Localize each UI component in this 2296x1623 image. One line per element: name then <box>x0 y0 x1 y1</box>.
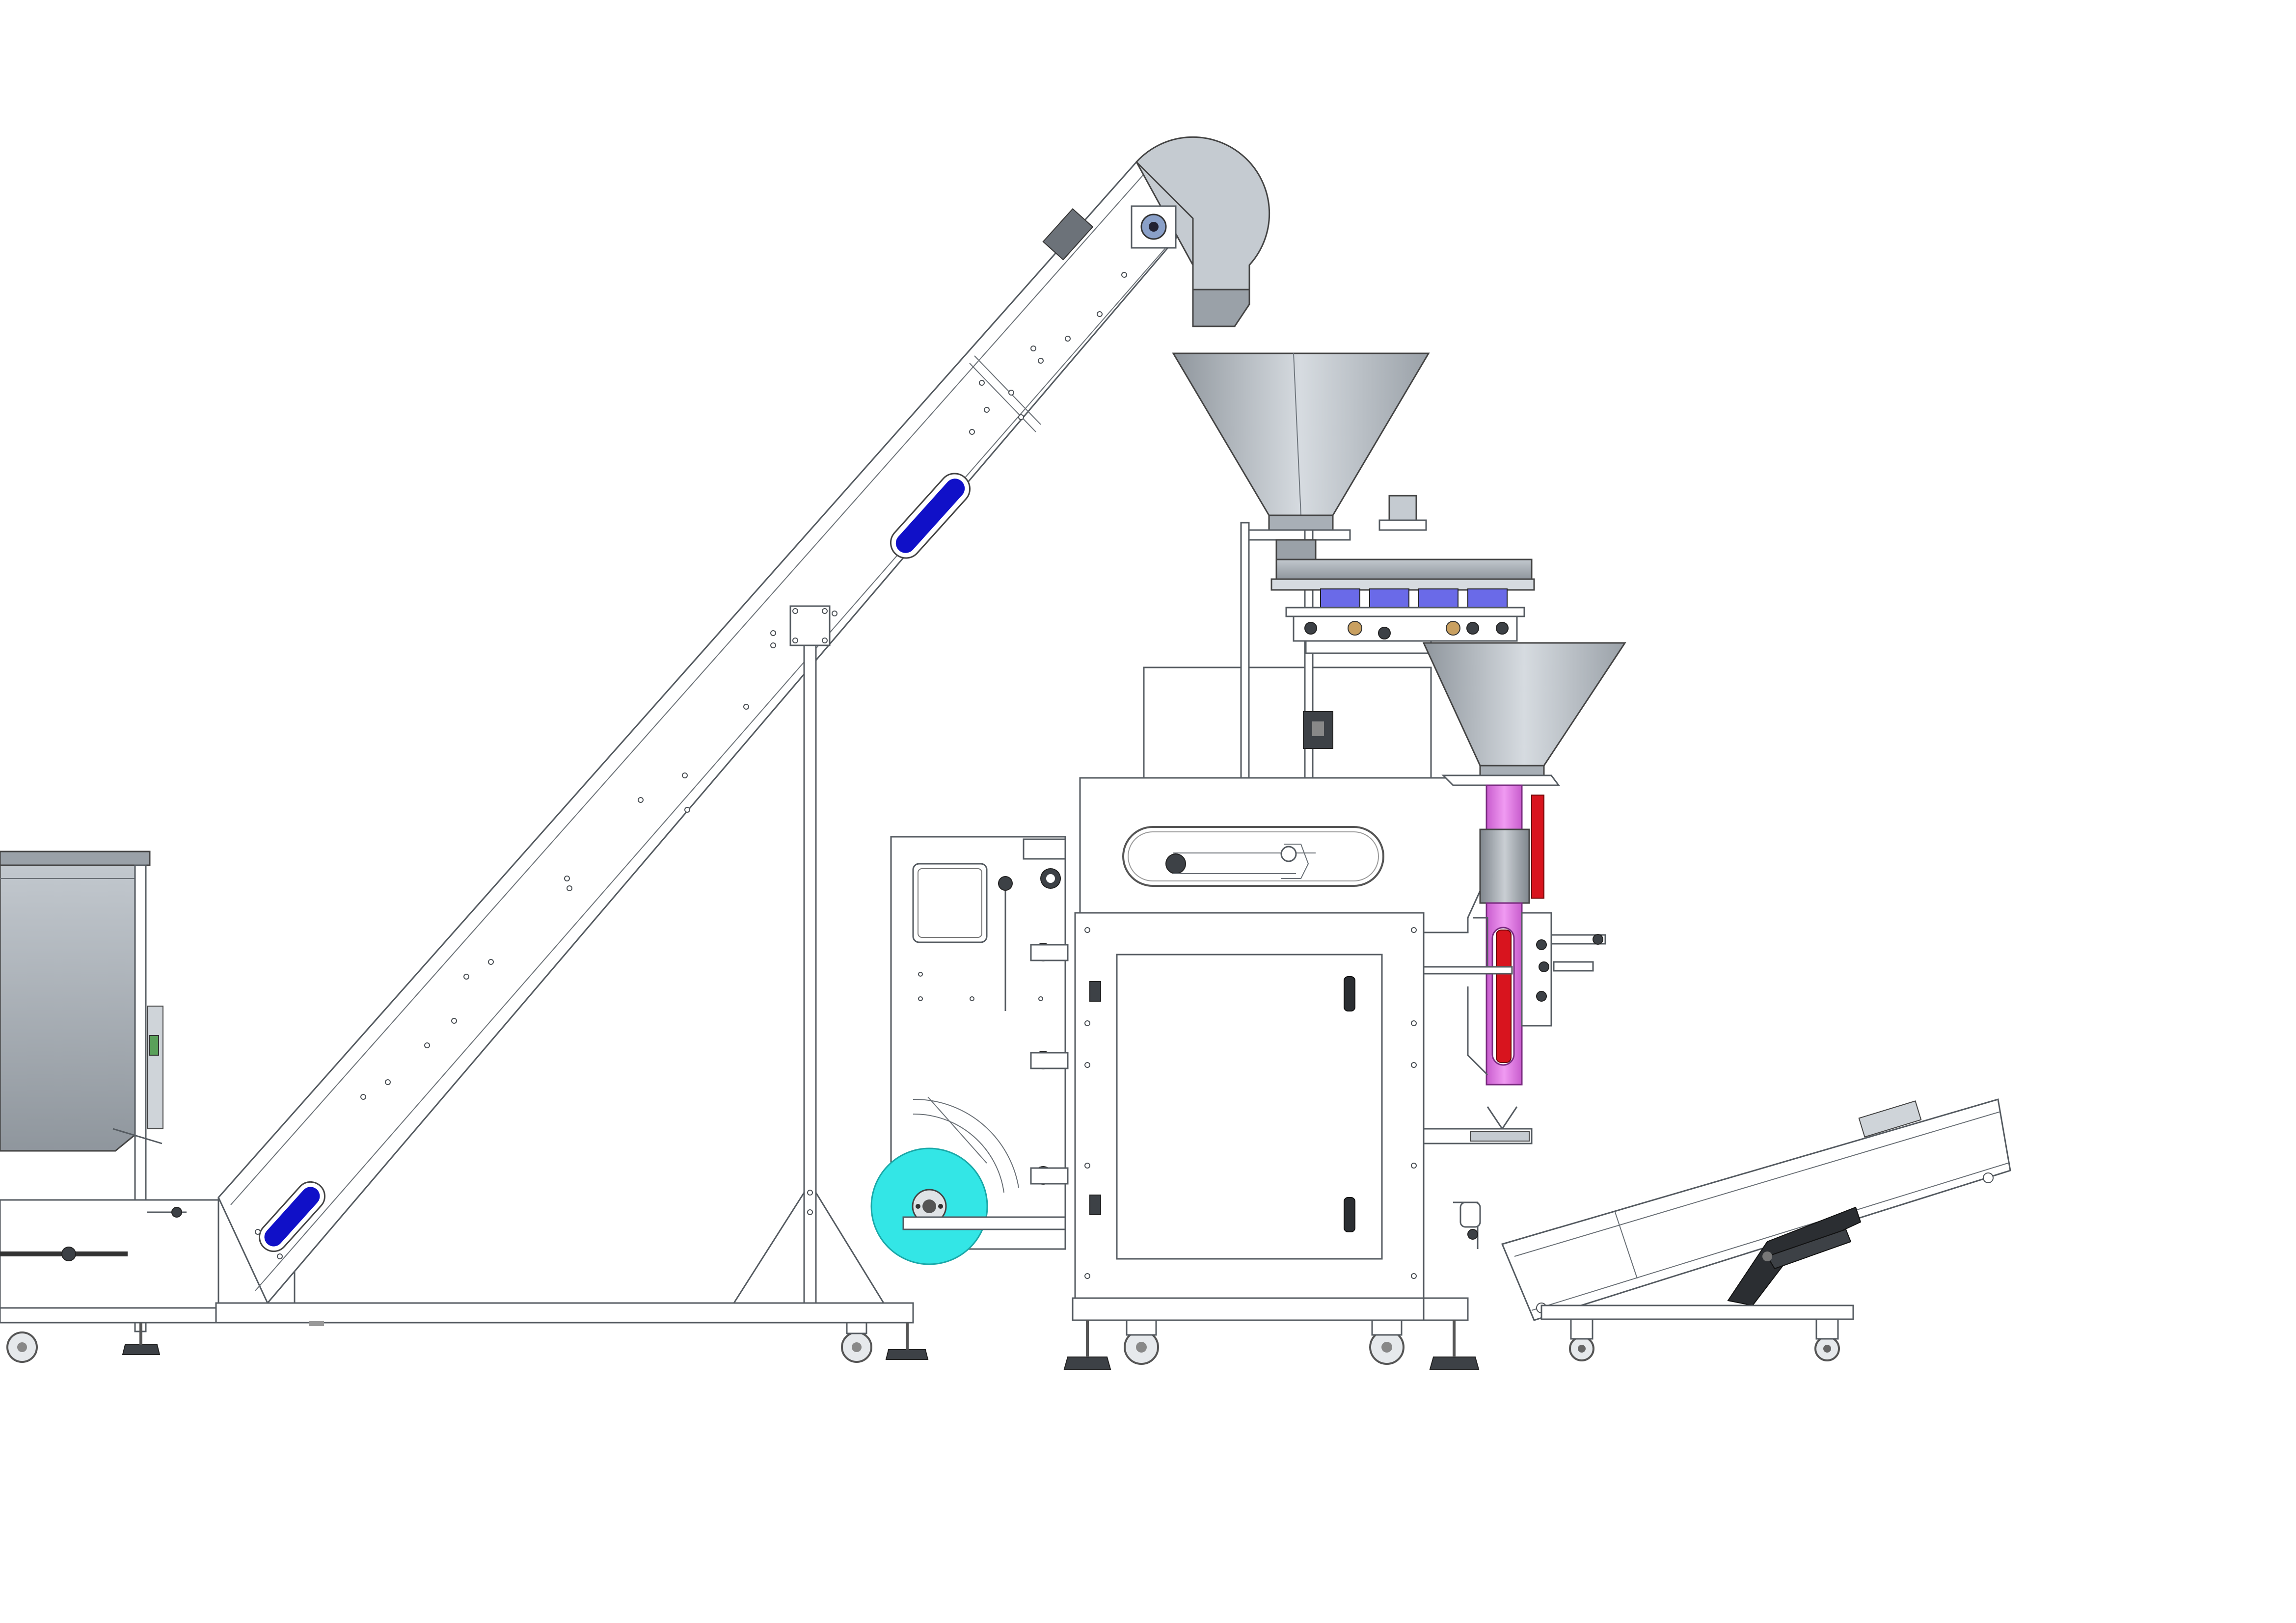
output-conveyor <box>1501 1098 2011 1361</box>
caster-wheel-icon <box>6 1331 38 1363</box>
machine-cabinet <box>1063 666 1520 1370</box>
lower-funnel <box>1422 642 1626 786</box>
feed-hopper <box>0 851 325 1363</box>
volumetric-cup-filler <box>1270 495 1535 749</box>
vertical-sealer <box>1496 795 1544 1063</box>
conveyor-inspection-window-upper <box>890 473 971 559</box>
caster-wheel-icon <box>1124 1319 1159 1365</box>
caster-wheel-icon <box>1369 1319 1405 1365</box>
film-unwind-frame <box>870 836 1069 1265</box>
conveyor-inspection-window-lower <box>259 1181 325 1252</box>
cabinet-side-bolts <box>1084 927 1417 1279</box>
measuring-cups <box>1320 588 1508 608</box>
horizontal-sealer-assembly <box>1423 912 1606 1249</box>
caster-wheel-icon <box>1814 1318 1840 1361</box>
conveyor-support-column <box>732 605 885 1304</box>
film-roll <box>870 1147 988 1265</box>
caster-wheel-icon <box>1569 1318 1594 1361</box>
conveyor-head-cover <box>1042 136 1270 327</box>
incline-bucket-conveyor <box>215 136 1270 1363</box>
film-rollers <box>1030 943 1069 1185</box>
caster-wheel-icon <box>841 1322 872 1363</box>
conveyor-fastener-holes <box>255 203 1179 1259</box>
frame-slot-cover <box>1122 826 1384 887</box>
